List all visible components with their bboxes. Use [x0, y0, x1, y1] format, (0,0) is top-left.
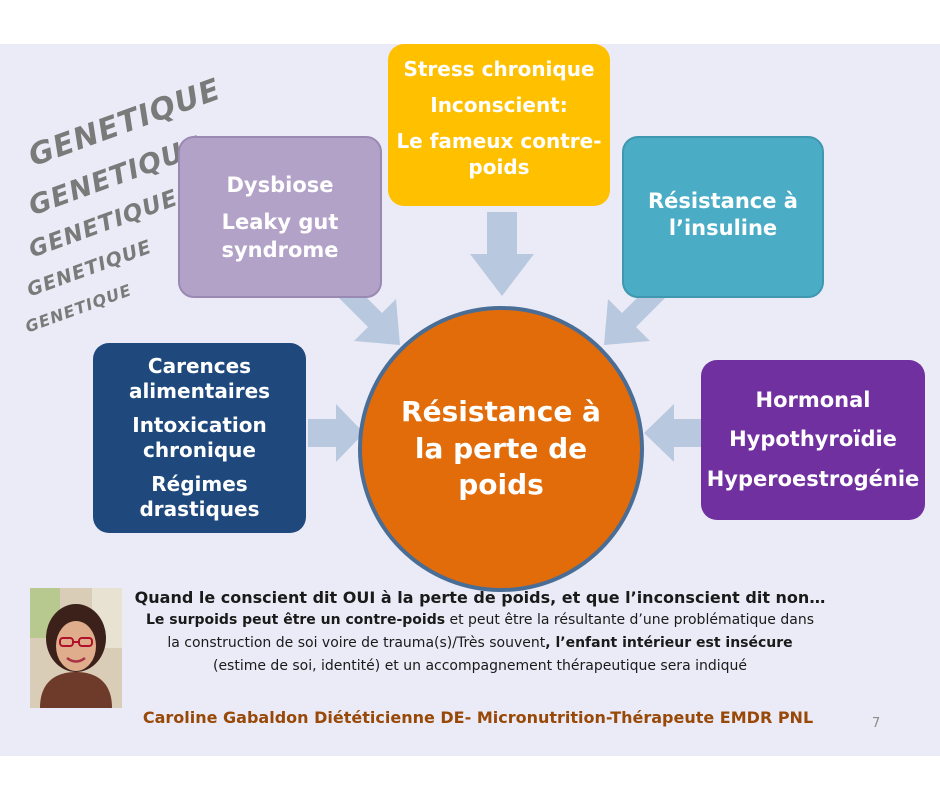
box-stress-line-2: Inconscient:	[430, 93, 568, 117]
caption-line-2: la construction de soi voire de trauma(s…	[120, 635, 840, 651]
center-circle: Résistance à la perte de poids	[358, 306, 644, 592]
caption-line-1: Le surpoids peut être un contre-poids et…	[120, 612, 840, 628]
box-dysbiose: Dysbiose Leaky gut syndrome	[178, 136, 382, 298]
center-line-2: la perte de	[414, 431, 588, 465]
caption-headline: Quand le conscient dit OUI à la perte de…	[134, 588, 826, 607]
box-hormonal-line-1: Hormonal	[755, 388, 871, 413]
caption-line-1-rest: et peut être la résultante d’une problém…	[445, 612, 814, 628]
box-dysbiose-line-2: Leaky gut	[221, 210, 339, 235]
author-credit: Caroline Gabaldon Diététicienne DE- Micr…	[142, 708, 814, 727]
arrow-left-hormonal	[644, 404, 702, 462]
box-carences-line-4: chronique	[143, 438, 256, 462]
box-insuline-line-1: Résistance à	[648, 189, 798, 213]
author-photo	[30, 588, 122, 708]
arrow-right-carences	[308, 404, 364, 462]
box-carences-line-1: Carences	[147, 354, 252, 378]
page-number: 7	[872, 716, 881, 731]
box-carences-line-6: drastiques	[139, 497, 260, 521]
box-stress: Stress chronique Inconscient: Le fameux …	[388, 44, 610, 206]
center-line-3: poids	[458, 468, 544, 502]
caption-line-3: (estime de soi, identité) et un accompag…	[212, 658, 748, 674]
box-hormonal: Hormonal Hypothyroïdie Hyperoestrogénie	[701, 360, 925, 520]
box-carences-line-5: Régimes	[151, 472, 248, 496]
caption-line-1-bold: Le surpoids peut être un contre-poids	[145, 612, 446, 628]
box-insuline: Résistance à l’insuline	[622, 136, 824, 298]
box-dysbiose-line-3: syndrome	[221, 237, 339, 262]
arrow-diag-dysbiose	[338, 283, 400, 345]
box-insuline-line-2: l’insuline	[668, 216, 778, 241]
box-stress-line-1: Stress chronique	[403, 57, 595, 81]
caption-line-2-start: la construction de soi voire de trauma(s…	[167, 635, 546, 651]
box-dysbiose-line-1: Dysbiose	[226, 173, 334, 197]
box-hormonal-line-2: Hypothyroïdie	[729, 427, 897, 452]
box-carences-line-3: Intoxication	[132, 413, 267, 437]
box-stress-line-4: poids	[468, 155, 530, 179]
caption-line-2-bold: , l’enfant intérieur est insécure	[545, 635, 793, 651]
box-hormonal-line-3: Hyperoestrogénie	[706, 466, 920, 491]
box-carences: Carences alimentaires Intoxication chron…	[93, 343, 306, 533]
box-carences-line-2: alimentaires	[128, 379, 271, 403]
box-stress-line-3: Le fameux contre-	[396, 129, 602, 153]
arrow-down-stress	[470, 212, 534, 296]
arrow-diag-insuline	[604, 283, 666, 345]
center-line-1: Résistance à	[401, 395, 601, 429]
